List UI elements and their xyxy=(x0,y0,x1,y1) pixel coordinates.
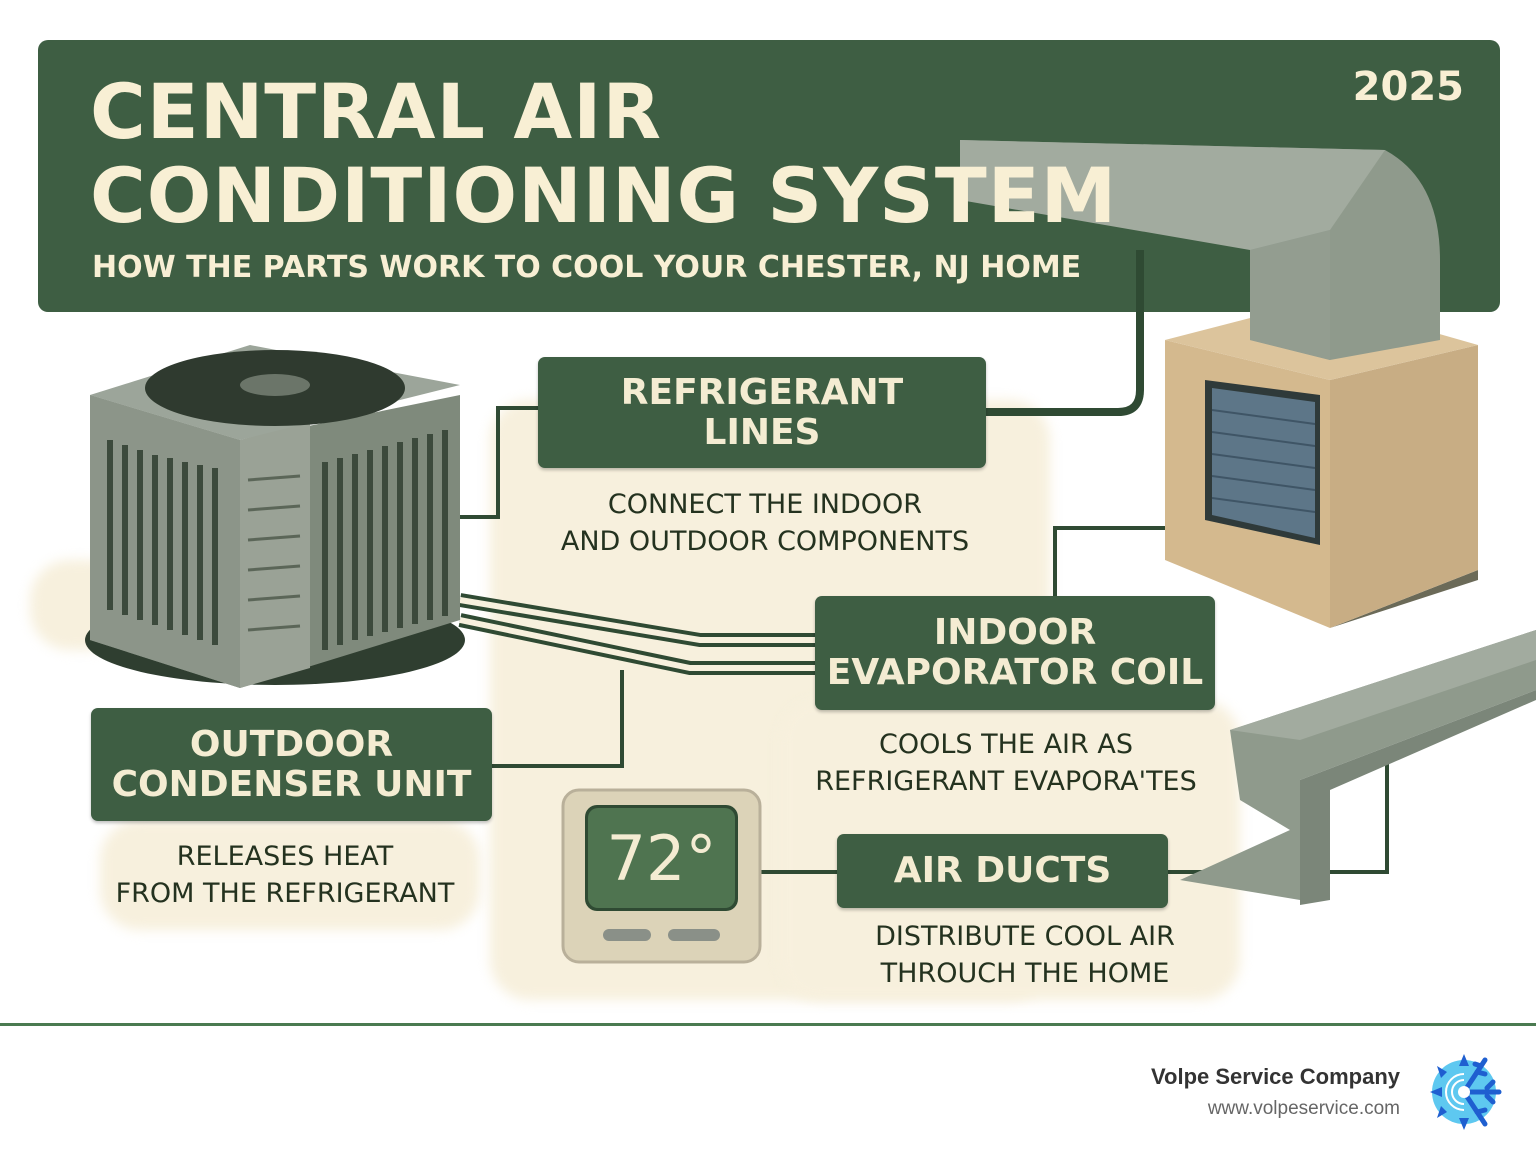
refrigerant-pipes xyxy=(458,593,815,675)
air-duct-illustration xyxy=(1180,630,1536,905)
label-line: EVAPORATOR COIL xyxy=(826,652,1204,693)
desc-refrigerant-lines: CONNECT THE INDOOR AND OUTDOOR COMPONENT… xyxy=(540,486,990,560)
label-outdoor-condenser-unit: OUTDOOR CONDENSER UNIT xyxy=(91,708,492,821)
desc-line: COOLS THE AIR AS xyxy=(879,729,1133,760)
label-indoor-evaporator-coil: INDOOR EVAPORATOR COIL xyxy=(815,596,1215,710)
condenser-unit-illustration xyxy=(85,345,465,688)
label-line: AIR DUCTS xyxy=(893,850,1112,891)
overhead-duct-illustration xyxy=(960,140,1440,360)
air-handler-illustration xyxy=(1165,300,1478,628)
connector-refrigerant xyxy=(450,406,540,519)
label-refrigerant-lines: REFRIGERANT LINES xyxy=(538,357,986,468)
label-line: LINES xyxy=(703,411,821,453)
desc-air-ducts: DISTRIBUTE COOL AIR THROUCH THE HOME xyxy=(840,918,1210,992)
desc-line: AND OUTDOOR COMPONENTS xyxy=(560,526,970,557)
background-blob xyxy=(100,820,480,930)
snowflake-sun-icon xyxy=(1430,1054,1502,1130)
footer-divider xyxy=(0,1023,1536,1026)
year-label: 2025 xyxy=(1352,64,1464,110)
desc-line: CONNECT THE INDOOR xyxy=(607,489,923,520)
connector-refrigerant-indoor xyxy=(986,250,1144,416)
desc-line: RELEASES HEAT xyxy=(176,841,394,872)
label-air-ducts: AIR DUCTS xyxy=(837,834,1168,908)
page-title: CENTRAL AIR CONDITIONING SYSTEM xyxy=(90,70,1117,238)
page-subtitle: HOW THE PARTS WORK TO COOL YOUR CHESTER,… xyxy=(92,250,1082,285)
desc-line: FROM THE REFRIGERANT xyxy=(115,878,455,909)
label-line: REFRIGERANT xyxy=(620,371,904,413)
desc-outdoor-condenser-unit: RELEASES HEAT FROM THE REFRIGERANT xyxy=(100,838,470,912)
company-url[interactable]: www.volpeservice.com xyxy=(1207,1098,1400,1119)
label-line: OUTDOOR xyxy=(189,723,394,765)
desc-line: DISTRIBUTE COOL AIR xyxy=(875,921,1175,952)
desc-line: THROUCH THE HOME xyxy=(880,958,1170,989)
connector-evaporator xyxy=(1053,526,1212,598)
title-line-1: CENTRAL AIR xyxy=(90,67,662,156)
label-line: INDOOR xyxy=(933,612,1097,653)
desc-indoor-evaporator-coil: COOLS THE AIR AS REFRIGERANT EVAPORA'TES xyxy=(800,726,1212,800)
connector-condenser xyxy=(492,670,624,768)
desc-line: REFRIGERANT EVAPORA'TES xyxy=(815,766,1197,797)
thermostat-display: 72° xyxy=(588,808,735,908)
company-name: Volpe Service Company xyxy=(1150,1064,1400,1089)
label-line: CONDENSER UNIT xyxy=(111,763,472,805)
title-line-2: CONDITIONING SYSTEM xyxy=(90,151,1118,240)
